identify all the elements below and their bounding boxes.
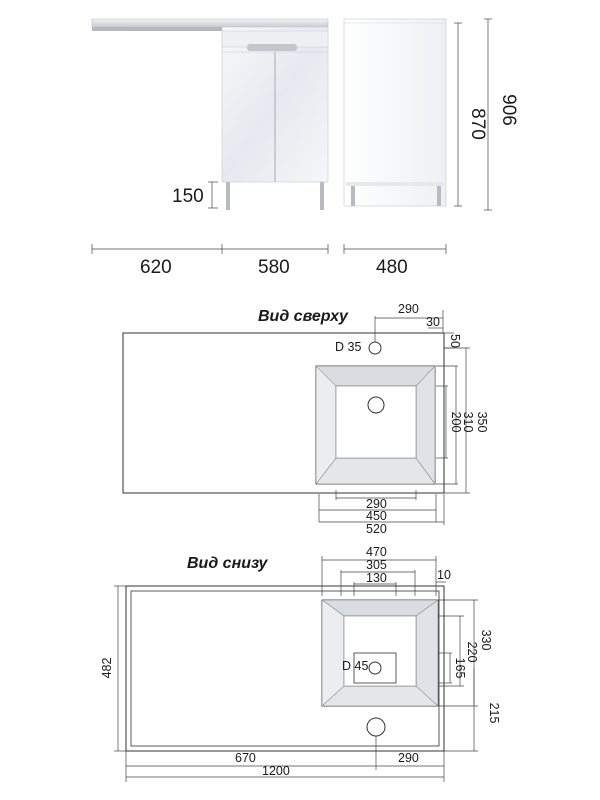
faucet-hole bbox=[366, 717, 386, 737]
leg bbox=[320, 182, 324, 210]
drain-hole bbox=[367, 396, 385, 414]
top-dim-520: 520 bbox=[366, 522, 387, 536]
bottom-dim-330: 330 bbox=[479, 630, 493, 651]
bottom-dim-165: 165 bbox=[453, 658, 467, 679]
faucet-hole bbox=[368, 341, 382, 355]
leg bbox=[437, 186, 441, 206]
side-view: 870 906 480 bbox=[343, 18, 519, 278]
bottom-dim-220: 220 bbox=[465, 642, 479, 663]
bottom-dim-482: 482 bbox=[100, 658, 114, 679]
bottom-dim-305: 305 bbox=[366, 558, 387, 572]
width-580-label: 580 bbox=[258, 257, 290, 278]
top-view: Вид сверху D 35 290 30 50 200 3 bbox=[122, 302, 489, 536]
bottom-dim-130: 130 bbox=[366, 571, 387, 585]
height-906-label: 906 bbox=[498, 94, 519, 126]
top-dim-200: 200 bbox=[449, 412, 463, 433]
bottom-view-title: Вид снизу bbox=[187, 555, 269, 572]
leg bbox=[351, 186, 355, 206]
bottom-dim-290: 290 bbox=[398, 751, 419, 765]
bottom-view: Вид снизу D 45 470 305 130 10 4 bbox=[100, 545, 501, 782]
width-620-label: 620 bbox=[140, 257, 172, 278]
side-panel bbox=[343, 18, 447, 207]
front-view: 150 620 580 bbox=[91, 18, 329, 278]
top-dim-310: 310 bbox=[461, 412, 475, 433]
drain-hole-label: D 45 bbox=[342, 659, 368, 673]
faucet-hole-label: D 35 bbox=[335, 340, 361, 354]
top-dim-290: 290 bbox=[398, 302, 419, 316]
top-dim-290-bottom: 290 bbox=[366, 497, 387, 511]
bottom-dim-215: 215 bbox=[487, 703, 501, 724]
drawer-handle bbox=[247, 44, 297, 51]
top-dim-450: 450 bbox=[366, 509, 387, 523]
leg-height-label: 150 bbox=[172, 186, 204, 207]
drain-hole bbox=[368, 661, 382, 675]
top-dim-30: 30 bbox=[426, 315, 440, 329]
top-dim-350: 350 bbox=[475, 412, 489, 433]
bottom-dim-10: 10 bbox=[437, 568, 451, 582]
top-view-title: Вид сверху bbox=[258, 308, 349, 325]
leg bbox=[226, 182, 230, 210]
depth-480-label: 480 bbox=[376, 257, 408, 278]
bottom-dim-1200: 1200 bbox=[262, 764, 290, 778]
top-dim-50: 50 bbox=[448, 334, 462, 348]
bottom-dim-470: 470 bbox=[366, 545, 387, 559]
height-870-label: 870 bbox=[467, 108, 488, 140]
bottom-dim-670: 670 bbox=[235, 751, 256, 765]
countertop bbox=[91, 18, 329, 28]
